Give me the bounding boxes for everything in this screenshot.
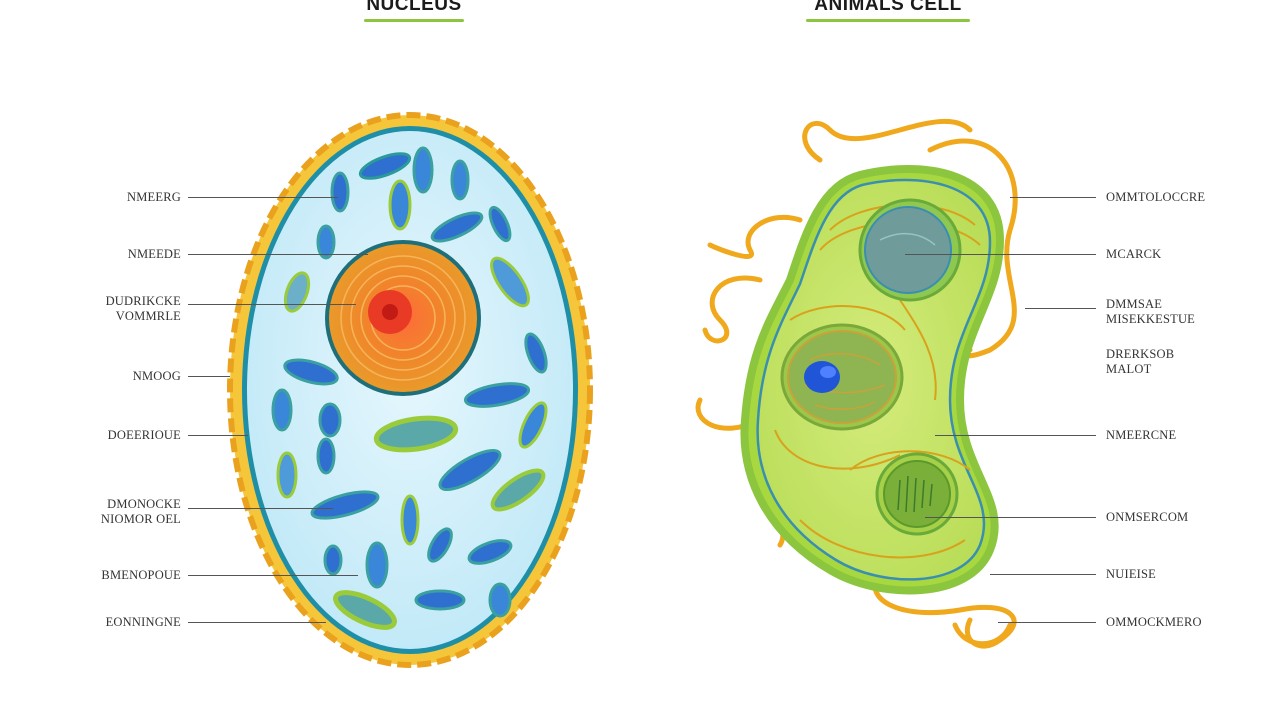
right-cell-inner-membranes — [774, 203, 981, 559]
left-nucleus — [325, 240, 481, 396]
right-label-1: OMMTOLOCCRE — [1106, 190, 1206, 204]
left-leader-6 — [188, 508, 333, 509]
left-label-8: EONNINGNE — [105, 615, 181, 629]
right-leader-6 — [990, 574, 1096, 575]
right-organelle-bottom — [875, 452, 959, 536]
right-label-2: MCARCK — [1106, 247, 1162, 261]
right-crescent — [952, 622, 1013, 647]
left-leader-3 — [188, 304, 356, 305]
right-cell — [695, 118, 1018, 649]
left-leader-7 — [188, 575, 358, 576]
right-nucleus — [780, 323, 904, 431]
left-leader-8 — [188, 622, 326, 623]
left-label-1: NMEERG — [127, 190, 181, 204]
right-leader-2 — [905, 254, 1096, 255]
left-label-7: BMENOPOUE — [101, 568, 181, 582]
right-leader-1 — [1010, 197, 1096, 198]
left-leader-4 — [188, 376, 230, 377]
right-label-6: ONMSERCOM — [1106, 510, 1189, 524]
animal-cell-title: ANIMALS CELL — [814, 0, 962, 15]
right-leader-4 — [935, 435, 1096, 436]
right-leader-5 — [925, 517, 1096, 518]
left-label-2: NMEEDE — [127, 247, 181, 261]
right-organelle-top — [858, 198, 962, 302]
left-label-3: DUDRIKCKE VOMMRLE — [105, 294, 181, 323]
left-leader-2 — [188, 254, 368, 255]
nucleus-title-underline — [364, 19, 464, 22]
animal-cell-title-underline — [806, 19, 970, 22]
left-organelles — [271, 146, 548, 630]
left-label-6: DMONOCKE NIOMOR OEL — [100, 497, 181, 526]
left-leader-5 — [188, 435, 248, 436]
left-leader-1 — [188, 197, 338, 198]
nucleus-title: NUCLEUS — [366, 0, 462, 15]
right-leader-7 — [998, 622, 1096, 623]
right-label-4: DRERKSOB MALOT — [1106, 347, 1175, 376]
right-leader-3 — [1025, 308, 1096, 309]
left-label-4: NMOOG — [132, 369, 181, 383]
left-cell — [227, 112, 593, 668]
right-label-7: NUIEISE — [1106, 567, 1157, 581]
right-label-8: OMMOCKMERO — [1106, 615, 1202, 629]
right-label-3: DMMSAE MISEKKESTUE — [1106, 297, 1196, 326]
right-label-5: NMEERCNE — [1106, 428, 1177, 442]
left-label-5: DOEERIOUE — [107, 428, 181, 442]
